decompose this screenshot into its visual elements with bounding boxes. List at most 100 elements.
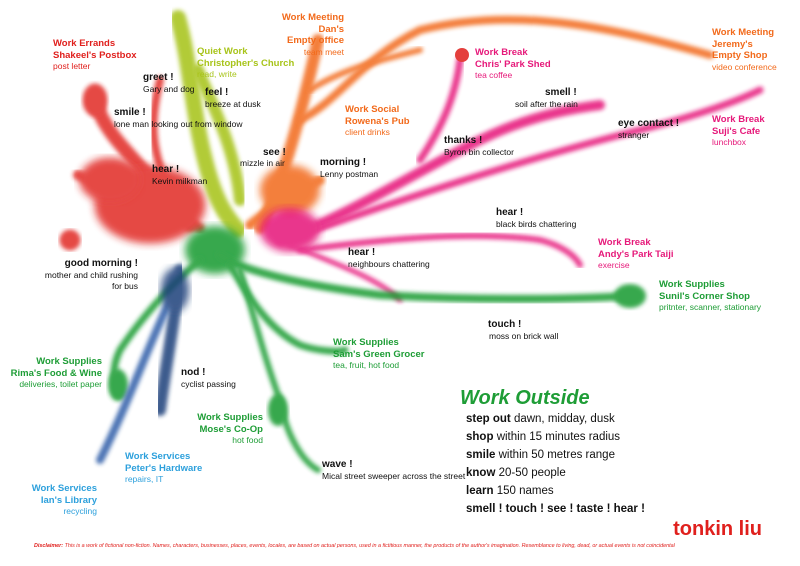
sense-thanks: thanks ! Byron bin collector xyxy=(444,135,514,158)
sense-hear-kevin: hear ! Kevin milkman xyxy=(152,164,207,187)
place-activity: lunchbox xyxy=(712,137,747,147)
ink-red-branch xyxy=(59,76,206,251)
place-title: Work Meeting xyxy=(281,12,344,23)
sense-line: across the street xyxy=(402,471,466,481)
sense-hear-birds: hear ! black birds chattering xyxy=(496,207,576,230)
sense-title: eye contact ! xyxy=(618,118,680,129)
sense-nod: nod ! cyclist passing xyxy=(181,367,236,390)
summary-value: dawn, midday, dusk xyxy=(513,413,615,425)
place-chris: Work Break Chris' Park Shed tea coffee xyxy=(475,47,551,81)
summary-value: 150 names xyxy=(496,485,554,497)
place-title: Rowena's Pub xyxy=(345,115,410,127)
summary-row: learn 150 names xyxy=(466,482,645,500)
place-title: Work Break xyxy=(712,114,765,125)
place-title: Work Break xyxy=(475,47,528,58)
place-jeremy: Work Meeting Jeremy's Empty Shop video c… xyxy=(712,27,777,72)
place-activity: pritnter, scanner, stationary xyxy=(659,302,762,312)
sense-title: hear ! xyxy=(496,207,524,218)
sense-line: street sweeper xyxy=(344,471,400,481)
ink-orange-branch xyxy=(245,15,714,234)
place-title: Christopher's Church xyxy=(197,57,295,69)
place-ian: Work Services Ian's Library recycling xyxy=(10,483,97,517)
place-title: Ian's Library xyxy=(40,494,97,506)
place-title: Work Supplies xyxy=(197,412,263,423)
sense-title: hear ! xyxy=(348,247,376,258)
place-christopher: Quiet Work Christopher's Church read, wr… xyxy=(197,46,294,80)
place-title: Sam's Green Grocer xyxy=(333,348,425,360)
sense-line: postman xyxy=(345,169,379,179)
work-outside-summary: Work Outside step out dawn, midday, dusk… xyxy=(460,386,645,518)
sense-line: out from window xyxy=(180,119,243,129)
place-title: Work Break xyxy=(598,237,651,248)
place-activity: deliveries, toilet paper xyxy=(19,379,102,389)
sense-smell-detail: soil after the rain xyxy=(515,99,578,110)
place-shakeel: Work Errands Shakeel's Postbox post lett… xyxy=(53,38,137,72)
sense-touch: touch ! xyxy=(488,319,521,331)
summary-key: know xyxy=(466,467,496,479)
author-name: tonkin liu xyxy=(673,518,762,540)
sense-wave: wave ! Mical street sweeper across the s… xyxy=(322,459,465,482)
place-title: Quiet Work xyxy=(197,46,248,57)
place-title: Andy's Park Taiji xyxy=(598,248,674,260)
sense-title: touch ! xyxy=(488,319,522,330)
place-activity: post letter xyxy=(53,61,91,71)
place-activity: video conference xyxy=(712,61,777,72)
disclaimer-text: This is a work of fictional non-fiction.… xyxy=(64,543,675,549)
sense-greet: greet ! Gary and dog xyxy=(143,72,195,95)
sense-line: black birds chattering xyxy=(496,219,577,229)
summary-senses: smell ! touch ! see ! taste ! hear ! xyxy=(466,503,645,515)
sense-title: feel ! xyxy=(205,87,229,98)
sense-line: dog xyxy=(180,84,195,94)
ink-blue-branch xyxy=(96,264,189,464)
sense-good-morning: good morning ! mother and child rushing … xyxy=(40,258,138,291)
place-andy: Work Break Andy's Park Taiji exercise xyxy=(598,237,673,271)
sense-line: Mical xyxy=(322,471,342,481)
place-activity: read, write xyxy=(197,69,237,79)
sense-see-detail: mizzle in air xyxy=(240,158,285,169)
sense-title: greet ! xyxy=(143,72,174,83)
place-title: Work Social xyxy=(345,104,400,115)
summary-key: smile xyxy=(466,449,496,461)
place-title: Work Supplies xyxy=(659,279,725,290)
sense-feel: feel ! breeze at dusk xyxy=(205,87,261,110)
sense-morning: morning ! Lenny postman xyxy=(320,157,378,180)
place-title: Mose's Co-Op xyxy=(199,423,264,435)
place-activity: tea, fruit, hot food xyxy=(333,360,400,370)
sense-smile: smile ! lone man looking out from window xyxy=(114,107,243,130)
place-rowena: Work Social Rowena's Pub client drinks xyxy=(345,104,410,138)
place-title: Suji's Cafe xyxy=(712,125,761,137)
sense-title: see ! xyxy=(263,147,286,158)
summary-key: learn xyxy=(466,485,494,497)
sense-line: Byron xyxy=(444,147,467,157)
sense-touch-detail: moss on brick wall xyxy=(489,331,558,342)
summary-row: step out dawn, midday, dusk xyxy=(466,410,645,428)
sense-title: hear ! xyxy=(152,164,180,175)
place-activity: exercise xyxy=(598,260,630,270)
place-title: Chris' Park Shed xyxy=(475,58,551,70)
sense-line: bin collector xyxy=(468,147,514,157)
place-title: Shakeel's Postbox xyxy=(53,49,137,61)
summary-row: shop within 15 minutes radius xyxy=(466,428,645,446)
place-title: Peter's Hardware xyxy=(125,462,203,474)
place-title: Work Supplies xyxy=(333,337,399,348)
place-dan: Work Meeting Dan's Empty office team mee… xyxy=(264,12,344,57)
place-title: Empty office xyxy=(286,35,344,46)
sense-line: Kevin milkman xyxy=(152,176,208,186)
sense-line: stranger xyxy=(618,130,650,140)
sense-eye-contact: eye contact ! stranger xyxy=(618,118,679,141)
place-title: Work Errands xyxy=(53,38,116,49)
sense-title: nod ! xyxy=(181,367,206,378)
place-title: Work Meeting xyxy=(712,27,775,38)
sense-title: wave ! xyxy=(322,459,353,470)
sense-line: Lenny xyxy=(320,169,344,179)
summary-value: within 15 minutes radius xyxy=(496,431,621,443)
place-activity: hot food xyxy=(232,435,263,445)
summary-heading: Work Outside xyxy=(460,387,590,409)
place-peter: Work Services Peter's Hardware repairs, … xyxy=(125,451,202,485)
sense-title: smile ! xyxy=(114,107,146,118)
place-sam: Work Supplies Sam's Green Grocer tea, fr… xyxy=(333,337,425,371)
place-mose: Work Supplies Mose's Co-Op hot food xyxy=(180,412,263,446)
place-title: Work Supplies xyxy=(36,356,102,367)
